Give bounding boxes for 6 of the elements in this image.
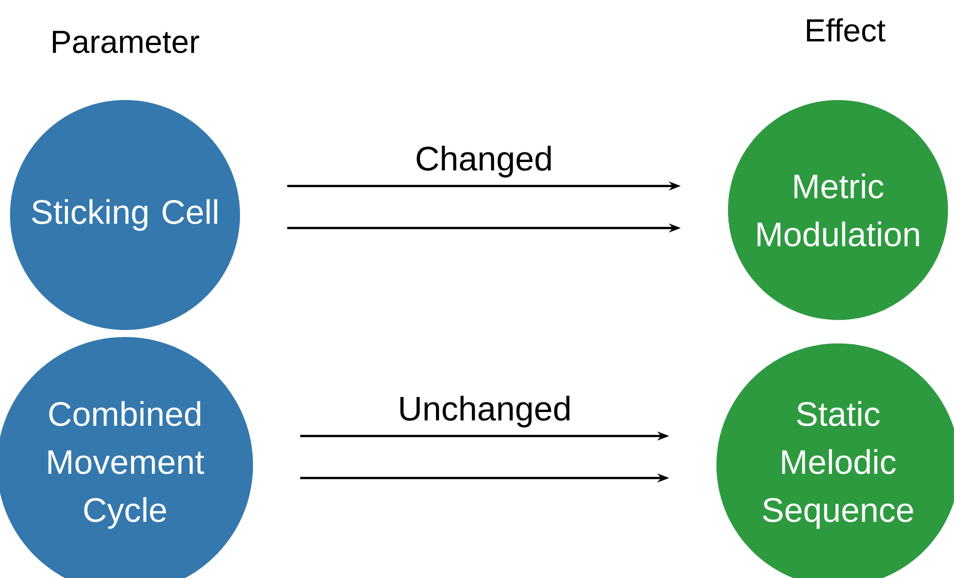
circle-node: Sticking Cell [10, 100, 240, 330]
column-heading: Effect [807, 18, 886, 42]
edge-label: Unchanged [400, 396, 570, 428]
edge-label: Changed [416, 146, 551, 178]
circle-node: Metric Modulation [728, 100, 948, 320]
column-heading: Parameter [52, 30, 200, 54]
